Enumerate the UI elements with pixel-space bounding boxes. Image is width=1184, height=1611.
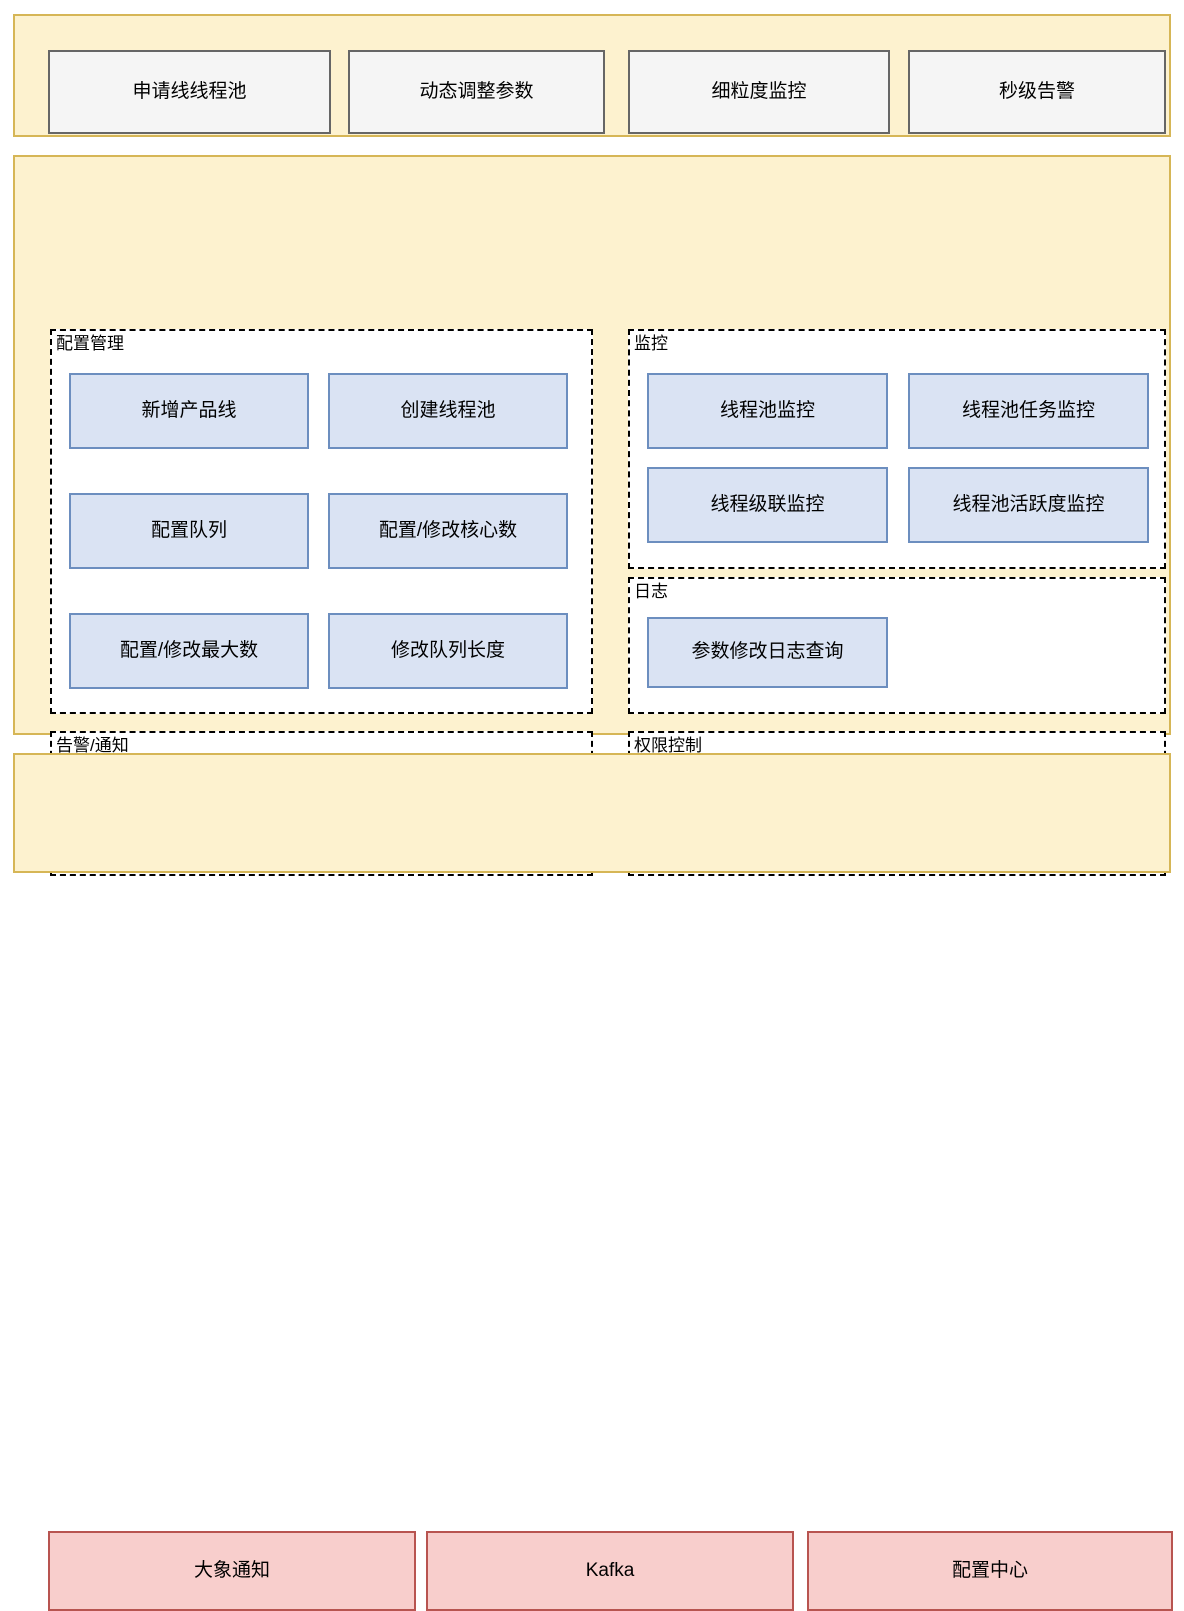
capability-box-apply-thread-pool[interactable]: 申请线线程池 (48, 50, 331, 134)
capability-box-fine-grained-monitoring[interactable]: 细粒度监控 (628, 50, 890, 134)
feature-box-create-thread-pool[interactable]: 创建线程池 (328, 373, 568, 449)
capability-box-second-level-alerting[interactable]: 秒级告警 (908, 50, 1166, 134)
section-title-config-management: 配置管理 (56, 334, 124, 353)
feature-box-modify-queue-length[interactable]: 修改队列长度 (328, 613, 568, 689)
feature-box-parameter-change-log-query[interactable]: 参数修改日志查询 (647, 617, 888, 688)
capability-box-dynamic-parameter-tuning[interactable]: 动态调整参数 (348, 50, 605, 134)
functional-module-panel: 配置管理 新增产品线 创建线程池 配置队列 配置/修改核心数 配置/修改最大数 … (13, 155, 1171, 876)
feature-box-thread-pool-monitoring[interactable]: 线程池监控 (647, 373, 888, 449)
infrastructure-panel: 大象通知 Kafka 配置中心 (13, 753, 1173, 1611)
infrastructure-box-kafka[interactable]: Kafka (426, 1531, 794, 1611)
section-title-alert-notification: 告警/通知 (56, 736, 129, 755)
feature-box-configure-queue[interactable]: 配置队列 (69, 493, 309, 569)
section-title-monitoring: 监控 (634, 334, 668, 353)
feature-box-add-product-line[interactable]: 新增产品线 (69, 373, 309, 449)
architecture-diagram: 申请线线程池 动态调整参数 细粒度监控 秒级告警 配置管理 新增产品线 创建线程… (13, 14, 1173, 1611)
infrastructure-box-config-center[interactable]: 配置中心 (807, 1531, 1173, 1611)
feature-box-thread-cascade-monitoring[interactable]: 线程级联监控 (647, 467, 888, 543)
feature-box-thread-pool-activity-monitoring[interactable]: 线程池活跃度监控 (908, 467, 1149, 543)
feature-box-thread-pool-task-monitoring[interactable]: 线程池任务监控 (908, 373, 1149, 449)
infrastructure-box-daxiang-notification[interactable]: 大象通知 (48, 1531, 416, 1611)
section-title-logging: 日志 (634, 582, 668, 601)
feature-box-configure-max-size[interactable]: 配置/修改最大数 (69, 613, 309, 689)
capability-panel: 申请线线程池 动态调整参数 细粒度监控 秒级告警 (13, 14, 1171, 137)
section-title-permission-control: 权限控制 (634, 736, 702, 755)
feature-box-configure-core-size[interactable]: 配置/修改核心数 (328, 493, 568, 569)
